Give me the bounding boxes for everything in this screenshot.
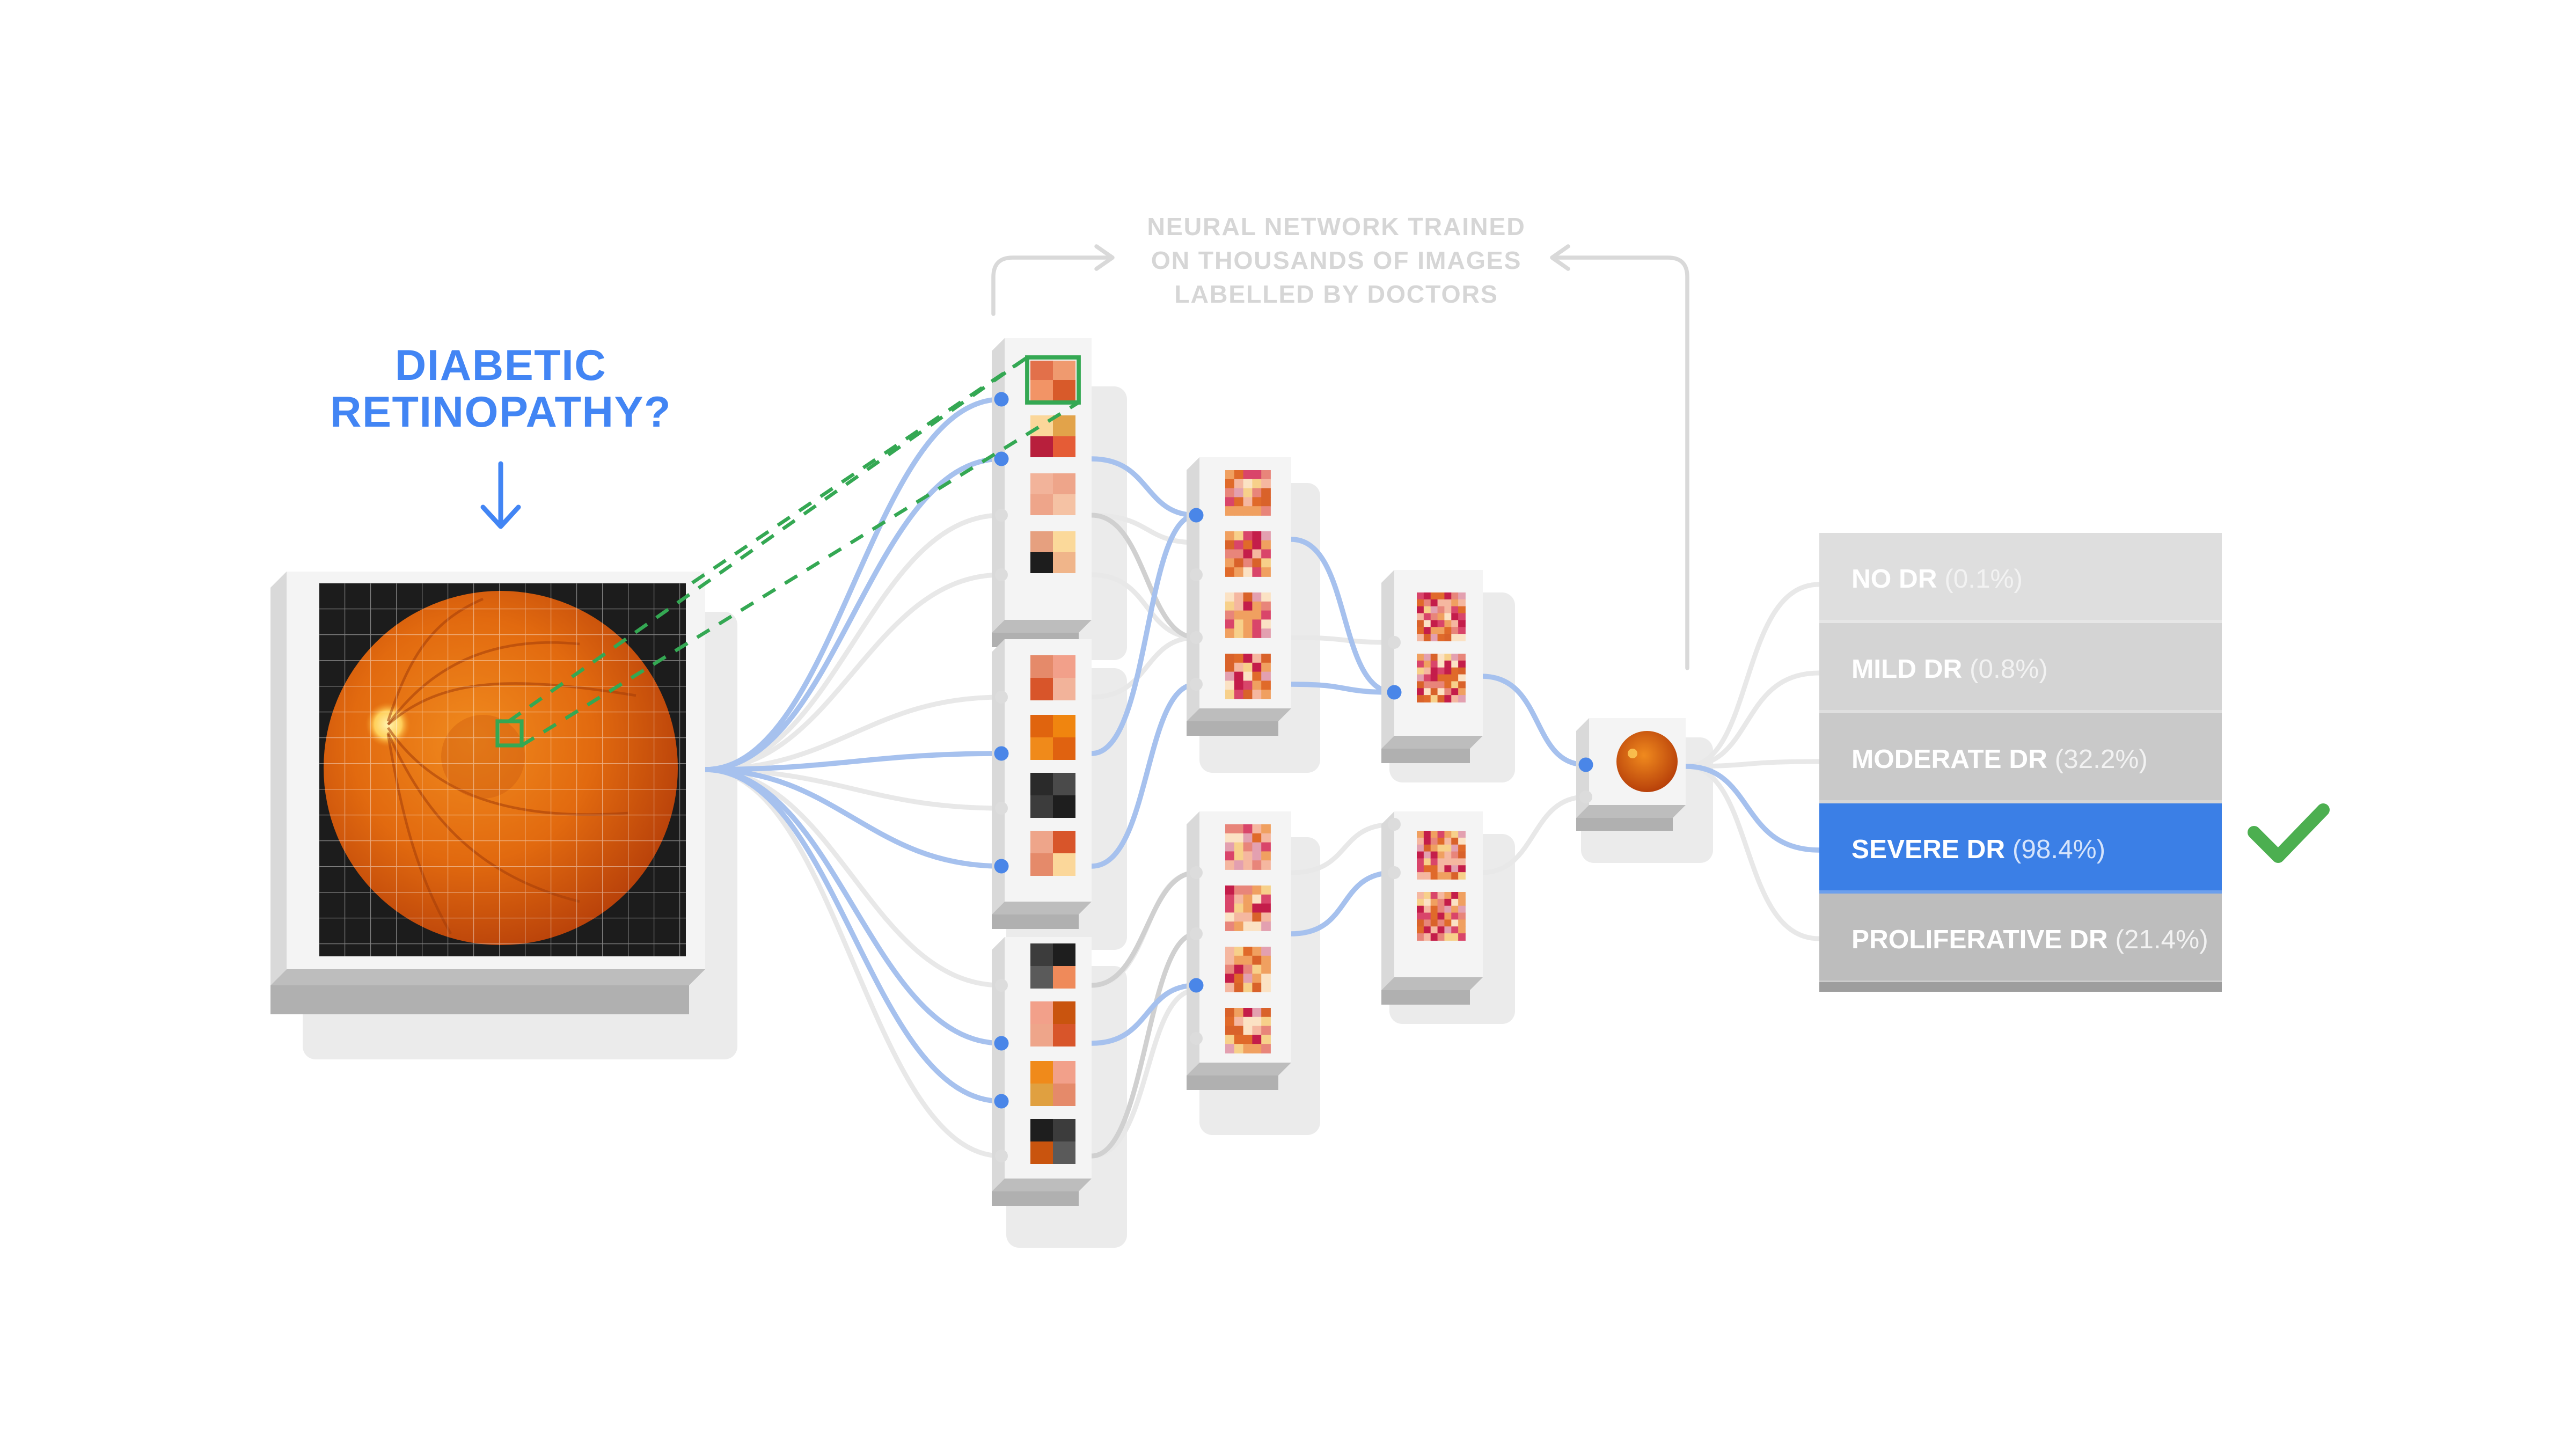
prediction-row-bg bbox=[1819, 894, 2222, 984]
prediction-score: (98.4%) bbox=[2005, 835, 2105, 864]
layer3-bottom-thumbs bbox=[1417, 831, 1466, 941]
prediction-row: SEVERE DR (98.4%) bbox=[1819, 803, 2222, 894]
layer2-bottom-thumbs bbox=[1225, 824, 1271, 1053]
connectors-blue bbox=[705, 397, 1820, 1104]
training-note-line-3: LABELLED BY DOCTORS bbox=[1174, 280, 1498, 308]
layer2-col-bottom bbox=[1187, 811, 1291, 1090]
prediction-row-bg bbox=[1819, 533, 2222, 623]
layer3-top-thumbs bbox=[1417, 592, 1466, 702]
prediction-label: MODERATE DR (32.2%) bbox=[1851, 744, 2148, 774]
checkmark-icon bbox=[2248, 803, 2330, 863]
feature-thumbs bbox=[1030, 361, 1075, 573]
prediction-row: PROLIFERATIVE DR (21.4%) bbox=[1819, 894, 2222, 984]
training-note-line-1: NEURAL NETWORK TRAINED bbox=[1147, 213, 1525, 240]
prediction-score: (21.4%) bbox=[2108, 925, 2208, 954]
layer3-col-bottom bbox=[1381, 811, 1483, 1005]
predictions-stack: NO DR (0.1%) MILD DR (0.8%) MODERATE DR (3… bbox=[1819, 533, 2222, 992]
prediction-label: SEVERE DR (98.4%) bbox=[1851, 835, 2105, 864]
prediction-score: (0.1%) bbox=[1937, 564, 2023, 594]
prediction-row: NO DR (0.1%) bbox=[1819, 533, 2222, 623]
output-node bbox=[1576, 718, 1686, 831]
highlight-trace-lines bbox=[508, 356, 1080, 747]
connection-dots bbox=[994, 392, 1593, 1162]
question-line-2: RETINOPATHY? bbox=[330, 388, 671, 436]
prediction-label: MILD DR (0.8%) bbox=[1851, 654, 2048, 684]
prediction-row-bg bbox=[1819, 713, 2222, 803]
prediction-row-bg bbox=[1819, 803, 2222, 894]
question-label: DIABETIC RETINOPATHY? bbox=[330, 341, 671, 529]
layer1-col-mid bbox=[992, 639, 1092, 929]
prediction-row: MODERATE DR (32.2%) bbox=[1819, 713, 2222, 803]
layer2-top-thumbs bbox=[1225, 470, 1271, 699]
training-note-line-2: ON THOUSANDS OF IMAGES bbox=[1151, 246, 1522, 274]
layer3-col-top bbox=[1381, 570, 1483, 763]
prediction-row-bg bbox=[1819, 623, 2222, 713]
prediction-label: NO DR (0.1%) bbox=[1851, 564, 2023, 594]
layer2-col-top bbox=[1187, 457, 1291, 736]
training-feedback-loop bbox=[991, 244, 1689, 670]
highlight-feature bbox=[1025, 355, 1081, 405]
question-line-1: DIABETIC bbox=[395, 341, 607, 390]
connectors-gray-mid bbox=[1091, 513, 1197, 1159]
prediction-score: (32.2%) bbox=[2047, 744, 2148, 774]
layer1-col-top bbox=[992, 338, 1092, 647]
training-note: NEURAL NETWORK TRAINED ON THOUSANDS OF I… bbox=[1147, 213, 1525, 308]
layer1-col-bottom bbox=[992, 937, 1092, 1206]
mini-retina-icon bbox=[1616, 731, 1678, 792]
prediction-label: PROLIFERATIVE DR (21.4%) bbox=[1851, 925, 2208, 954]
arrow-down-icon bbox=[480, 461, 521, 529]
input-image-block bbox=[270, 572, 705, 1014]
prediction-row: MILD DR (0.8%) bbox=[1819, 623, 2222, 713]
prediction-score: (0.8%) bbox=[1962, 654, 2048, 684]
